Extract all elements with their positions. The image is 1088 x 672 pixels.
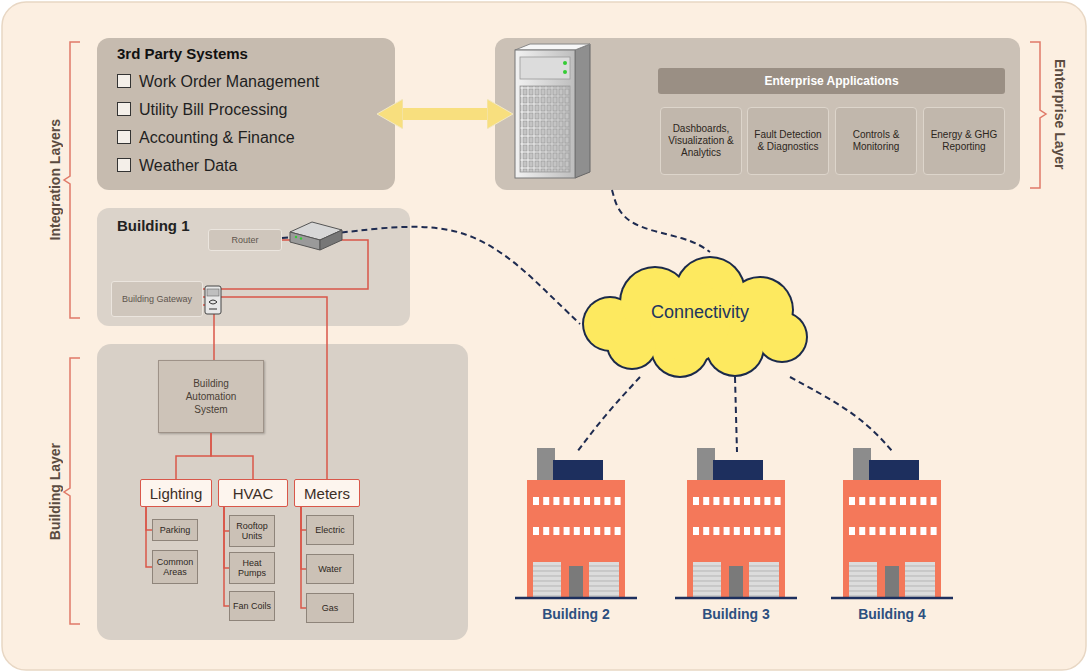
network-link: [612, 190, 710, 252]
node-title: Connectivity: [651, 302, 749, 323]
list-item: Work Order Management: [117, 68, 387, 96]
node-title: Common Areas: [155, 557, 195, 578]
node-title: Parking: [160, 525, 191, 535]
list-item: Utility Bill Processing: [117, 96, 387, 124]
router-box: Router: [208, 229, 282, 251]
gateway-box: Building Gateway: [111, 281, 203, 317]
node-title: Rooftop Units: [232, 521, 272, 542]
outside-label-holder: Building Layer: [44, 344, 66, 640]
layer-panel: Building LayerBuilding Automation System…: [97, 344, 468, 640]
bas-box: Building Automation System: [158, 360, 264, 433]
node-title: HVAC: [233, 485, 274, 502]
node-title: Building 1: [117, 216, 410, 236]
layer-bracket: [1030, 42, 1046, 188]
network-link: [577, 377, 640, 452]
equipment-box: Common Areas: [152, 550, 198, 584]
node-title: Building Layer: [47, 443, 63, 540]
node-title: Building 4: [858, 606, 926, 622]
app-bar: Enterprise Applications: [658, 68, 1005, 94]
network-link: [735, 377, 737, 452]
node-title: Gas: [322, 603, 339, 613]
node-title: Router: [231, 235, 258, 245]
building-panel: Building 1RouterBuilding Gateway: [97, 208, 410, 326]
node-title: Heat Pumps: [232, 558, 272, 579]
node-title: Dashboards, Visualization & Analytics: [665, 123, 737, 159]
category-box: Meters: [294, 479, 360, 507]
node-title: Water: [318, 564, 342, 574]
systems-panel: 3rd Party SystemsWork Order ManagementUt…: [97, 38, 395, 190]
category-box: HVAC: [218, 479, 288, 507]
node-title: Energy & GHG Reporting: [928, 129, 1000, 153]
gateway-icon: [205, 286, 221, 314]
node-title: Electric: [315, 525, 345, 535]
app-box: Controls & Monitoring: [835, 107, 917, 175]
node-title: Building 3: [702, 606, 770, 622]
layer-bracket: [64, 42, 80, 318]
label-holder: Integration Layers: [44, 40, 66, 320]
equipment-box: Heat Pumps: [229, 552, 275, 584]
building-illustrations: [515, 448, 953, 598]
app-box: Fault Detection & Diagnostics: [747, 107, 829, 175]
list-item: Accounting & Finance: [117, 124, 387, 152]
meter-box: Water: [306, 554, 354, 584]
outside-label-holder: Enterprise Layer: [1048, 38, 1072, 190]
equipment-box: Fan Coils: [229, 591, 275, 621]
list-item: Weather Data: [117, 152, 387, 180]
node-title: Building 2: [542, 606, 610, 622]
server-icon: [515, 44, 590, 178]
node-title: Enterprise Layer: [1052, 59, 1068, 170]
data-exchange-arrow: [395, 108, 495, 120]
network-link: [790, 377, 893, 452]
node-title: Enterprise Applications: [764, 74, 898, 88]
app-box: Dashboards, Visualization & Analytics: [660, 107, 742, 175]
app-box: Energy & GHG Reporting: [923, 107, 1005, 175]
building-drawing: [675, 448, 797, 598]
node-title: Lighting: [150, 485, 203, 502]
node-title: Building Automation System: [169, 377, 253, 416]
node-title: Fault Detection & Diagnostics: [752, 129, 824, 153]
node-title: 3rd Party Systems: [117, 44, 387, 64]
node-title: Controls & Monitoring: [840, 129, 912, 153]
category-box: Lighting: [140, 479, 212, 507]
connectivity-cloud: Connectivity: [580, 252, 820, 377]
equipment-box: Rooftop Units: [229, 515, 275, 547]
node-title: Fan Coils: [233, 601, 271, 611]
meter-box: Electric: [306, 515, 354, 545]
building-drawing: [515, 448, 637, 598]
layer-label: Integration Layers: [47, 119, 63, 240]
node-title: Meters: [304, 485, 350, 502]
building-drawing: [831, 448, 953, 598]
equipment-box: Parking: [152, 519, 198, 541]
layer-bracket: [64, 358, 80, 624]
node-title: Building Gateway: [122, 294, 192, 304]
meter-box: Gas: [306, 593, 354, 623]
